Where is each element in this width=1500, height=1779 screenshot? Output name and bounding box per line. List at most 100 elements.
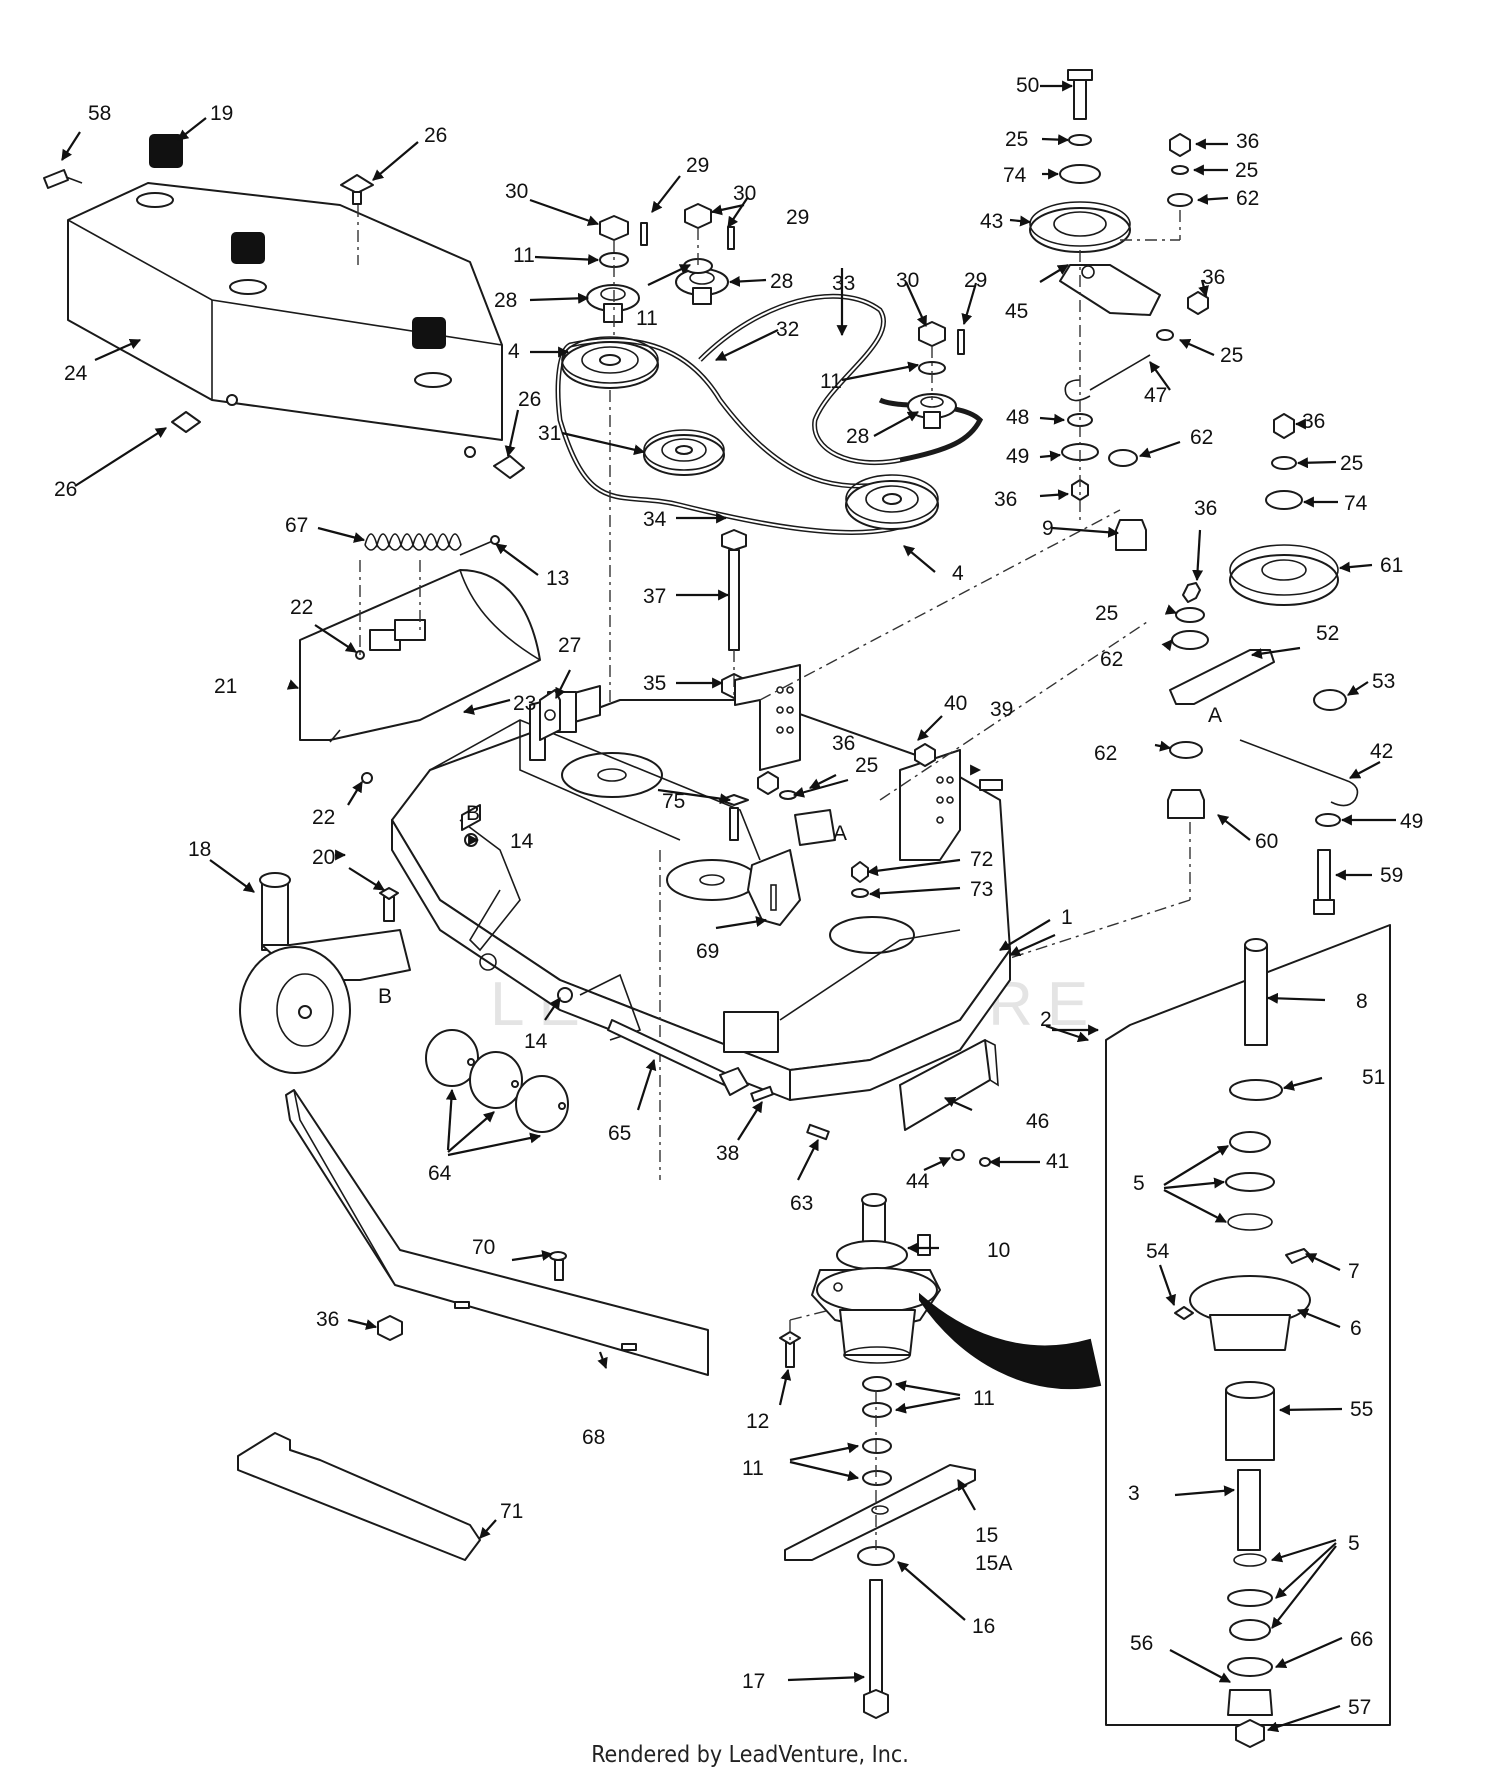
callout-15a: 15A [975,1552,1012,1575]
callout-5-lower: 5 [1348,1532,1360,1555]
callout-73: 73 [970,878,993,901]
callout-74-a: 74 [1003,164,1027,187]
reference-letter-b-deck: B [466,802,480,825]
callout-75: 75 [662,790,685,813]
callout-30-b: 30 [733,182,756,205]
callout-8: 8 [1356,990,1368,1013]
callout-36-d: 36 [1302,410,1325,433]
callout-25-f: 25 [855,754,878,777]
discharge-chute [299,569,541,784]
callout-46: 46 [1026,1110,1049,1133]
reference-letter-b-caster: B [378,985,392,1008]
callout-34: 34 [643,508,667,531]
callout-30-a: 30 [505,180,528,203]
nut-36-left [377,1315,403,1341]
callout-28-c: 28 [846,425,869,448]
callout-10: 10 [987,1239,1010,1262]
callout-66: 66 [1350,1628,1373,1651]
callout-59: 59 [1380,864,1403,887]
callout-25-a: 25 [1005,128,1028,151]
callout-71: 71 [500,1500,523,1523]
callout-17: 17 [742,1670,765,1693]
washer-44-nut-41 [951,1149,991,1167]
callout-69: 69 [696,940,719,963]
callout-51: 51 [1362,1066,1385,1089]
spindle-assembly-center [811,1193,1102,1390]
callout-14-b: 14 [524,1030,548,1053]
knob-26-top [340,174,374,205]
callout-49-b: 49 [1400,810,1423,833]
callout-68: 68 [582,1426,605,1449]
callout-3: 3 [1128,1482,1140,1505]
callout-19: 19 [210,102,233,125]
callout-44: 44 [906,1170,930,1193]
idler-28-mid [675,268,729,305]
chute-spring-67 [364,533,462,551]
knob-26-right [493,455,525,479]
callout-25-c: 25 [1220,344,1243,367]
callout-53: 53 [1372,670,1395,693]
callout-labels: 1 2 3 4 4 5 5 6 7 8 9 10 11 11 11 11 11 … [54,74,1423,1719]
callout-24: 24 [64,362,88,385]
callout-1: 1 [1061,906,1073,929]
callout-50: 50 [1016,74,1039,97]
callout-63: 63 [790,1192,813,1215]
callout-4-right: 4 [952,562,964,585]
callout-35: 35 [643,672,666,695]
callout-13: 13 [546,567,569,590]
front-baffle-68 [285,1089,709,1376]
callout-49-a: 49 [1006,445,1029,468]
anti-scalp-rollers [425,1029,569,1133]
callout-14-a: 14 [510,830,534,853]
deck-cover [67,134,503,458]
callout-72: 72 [970,848,993,871]
callout-55: 55 [1350,1398,1373,1421]
callout-60: 60 [1255,830,1278,853]
callout-40: 40 [944,692,967,715]
callout-36-c: 36 [994,488,1017,511]
callout-64: 64 [428,1162,452,1185]
callout-6: 6 [1350,1317,1362,1340]
callout-33: 33 [832,272,855,295]
callout-25-b: 25 [1235,159,1258,182]
pulley-4-left [561,336,659,389]
callout-65: 65 [608,1122,631,1145]
callout-67: 67 [285,514,308,537]
callout-26-b: 26 [518,388,541,411]
callout-58: 58 [88,102,111,125]
callout-16: 16 [972,1615,995,1638]
caster-wheel-assembly [239,872,411,1074]
mower-deck-shell [391,699,1011,1101]
callout-28-a: 28 [494,289,517,312]
callout-7: 7 [1348,1260,1360,1283]
spindle-washers-11 [862,1376,892,1486]
callout-31: 31 [538,422,561,445]
callout-28-b: 28 [770,270,793,293]
callout-20: 20 [312,846,335,869]
callout-22-b: 22 [312,806,335,829]
callout-29-b: 29 [786,206,809,229]
callout-26-c: 26 [54,478,77,501]
roller-shaft-65 [607,1019,749,1096]
callout-47: 47 [1144,384,1167,407]
callout-45: 45 [1005,300,1028,323]
pulley-31 [643,429,725,476]
callout-26-a: 26 [424,124,447,147]
idler-28-right [907,393,957,429]
callout-22-a: 22 [290,596,313,619]
bolt-38 [750,1085,774,1103]
callout-29-c: 29 [964,269,987,292]
callout-43: 43 [980,210,1003,233]
callout-21: 21 [214,675,237,698]
callout-74-b: 74 [1344,492,1368,515]
callout-56: 56 [1130,1632,1153,1655]
center-bolt-37 [721,529,747,699]
baffle-71 [237,1432,481,1561]
knob-58 [43,169,83,189]
callout-5-upper: 5 [1133,1172,1145,1195]
baffle-46 [899,1039,999,1131]
blade-bolt-17 [863,1579,889,1719]
callout-4-left: 4 [508,340,520,363]
callout-30-c: 30 [896,269,919,292]
